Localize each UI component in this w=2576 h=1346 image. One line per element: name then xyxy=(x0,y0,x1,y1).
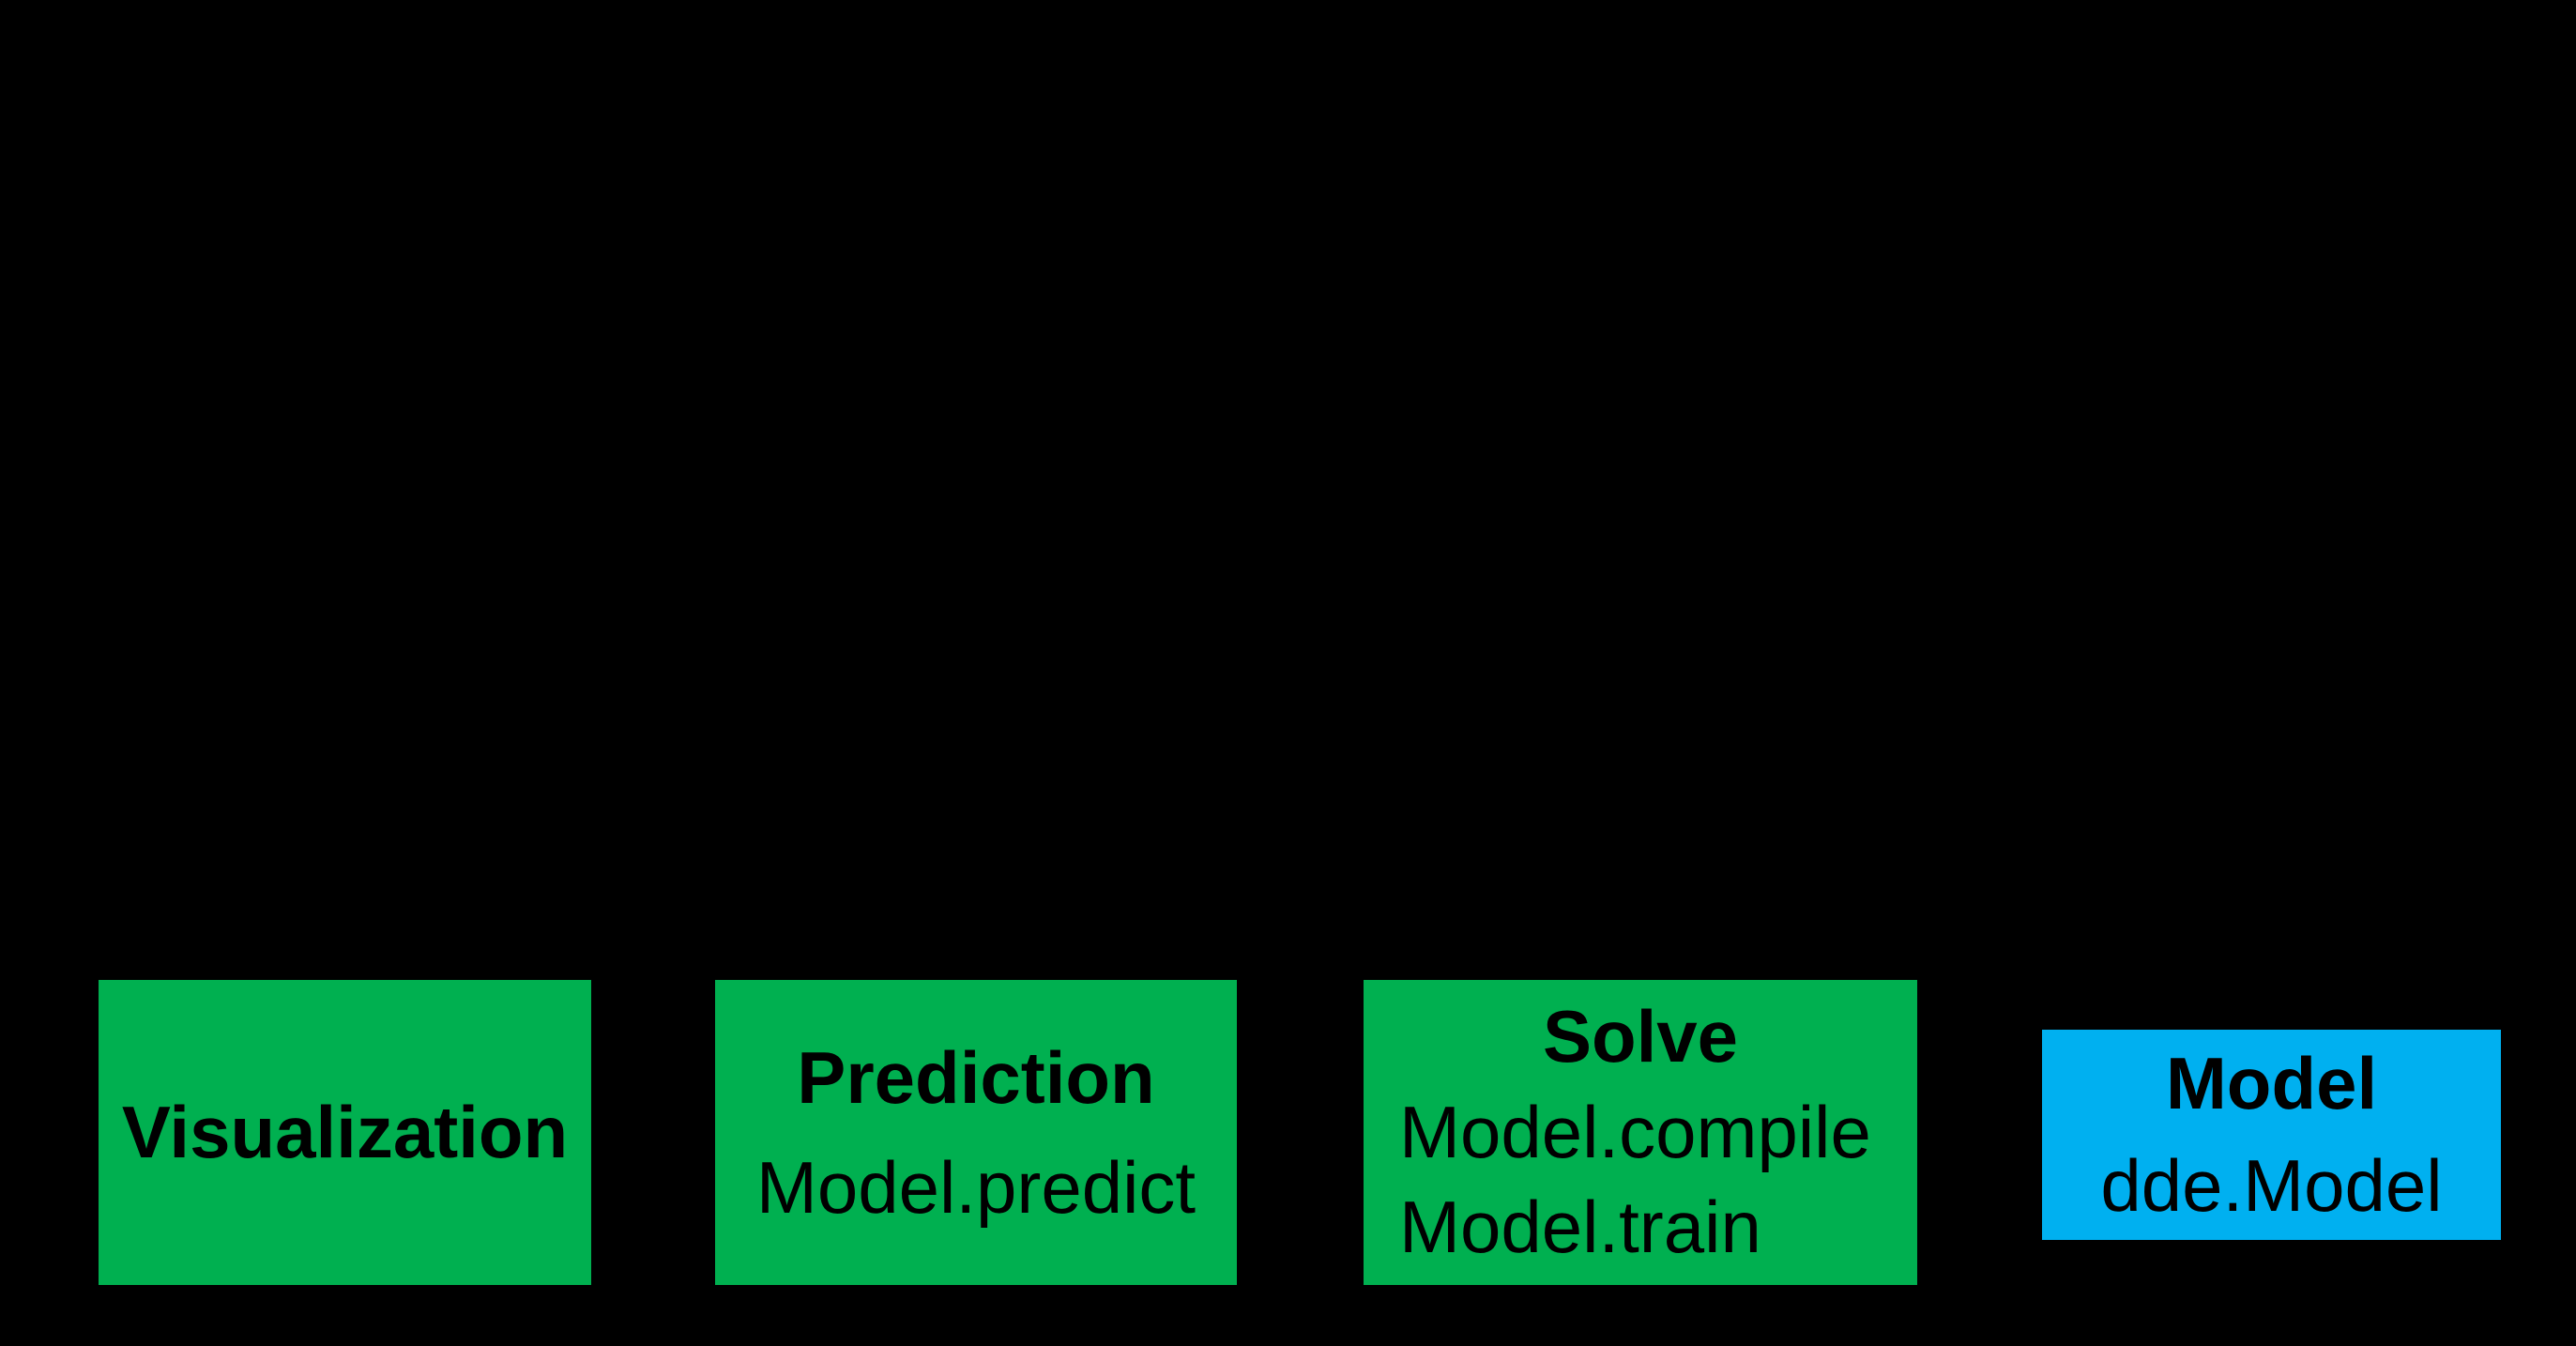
solve-box-title: Solve xyxy=(1542,995,1739,1078)
prediction-box-code-line: Model.predict xyxy=(755,1145,1197,1229)
solve-box-code-line-train: Model.train xyxy=(1399,1185,1761,1269)
solve-box-code-line-compile: Model.compile xyxy=(1399,1090,1871,1173)
prediction-box-title: Prediction xyxy=(797,1035,1155,1119)
box-visualization: Visualization xyxy=(99,980,591,1285)
model-box-title: Model xyxy=(2165,1041,2378,1124)
visualization-box-title: Visualization xyxy=(121,1090,569,1173)
box-model: Model dde.Model xyxy=(2042,1030,2501,1240)
model-box-code-line: dde.Model xyxy=(2100,1144,2443,1227)
box-prediction: Prediction Model.predict xyxy=(715,980,1237,1285)
box-solve: Solve Model.compile Model.train xyxy=(1364,980,1917,1285)
